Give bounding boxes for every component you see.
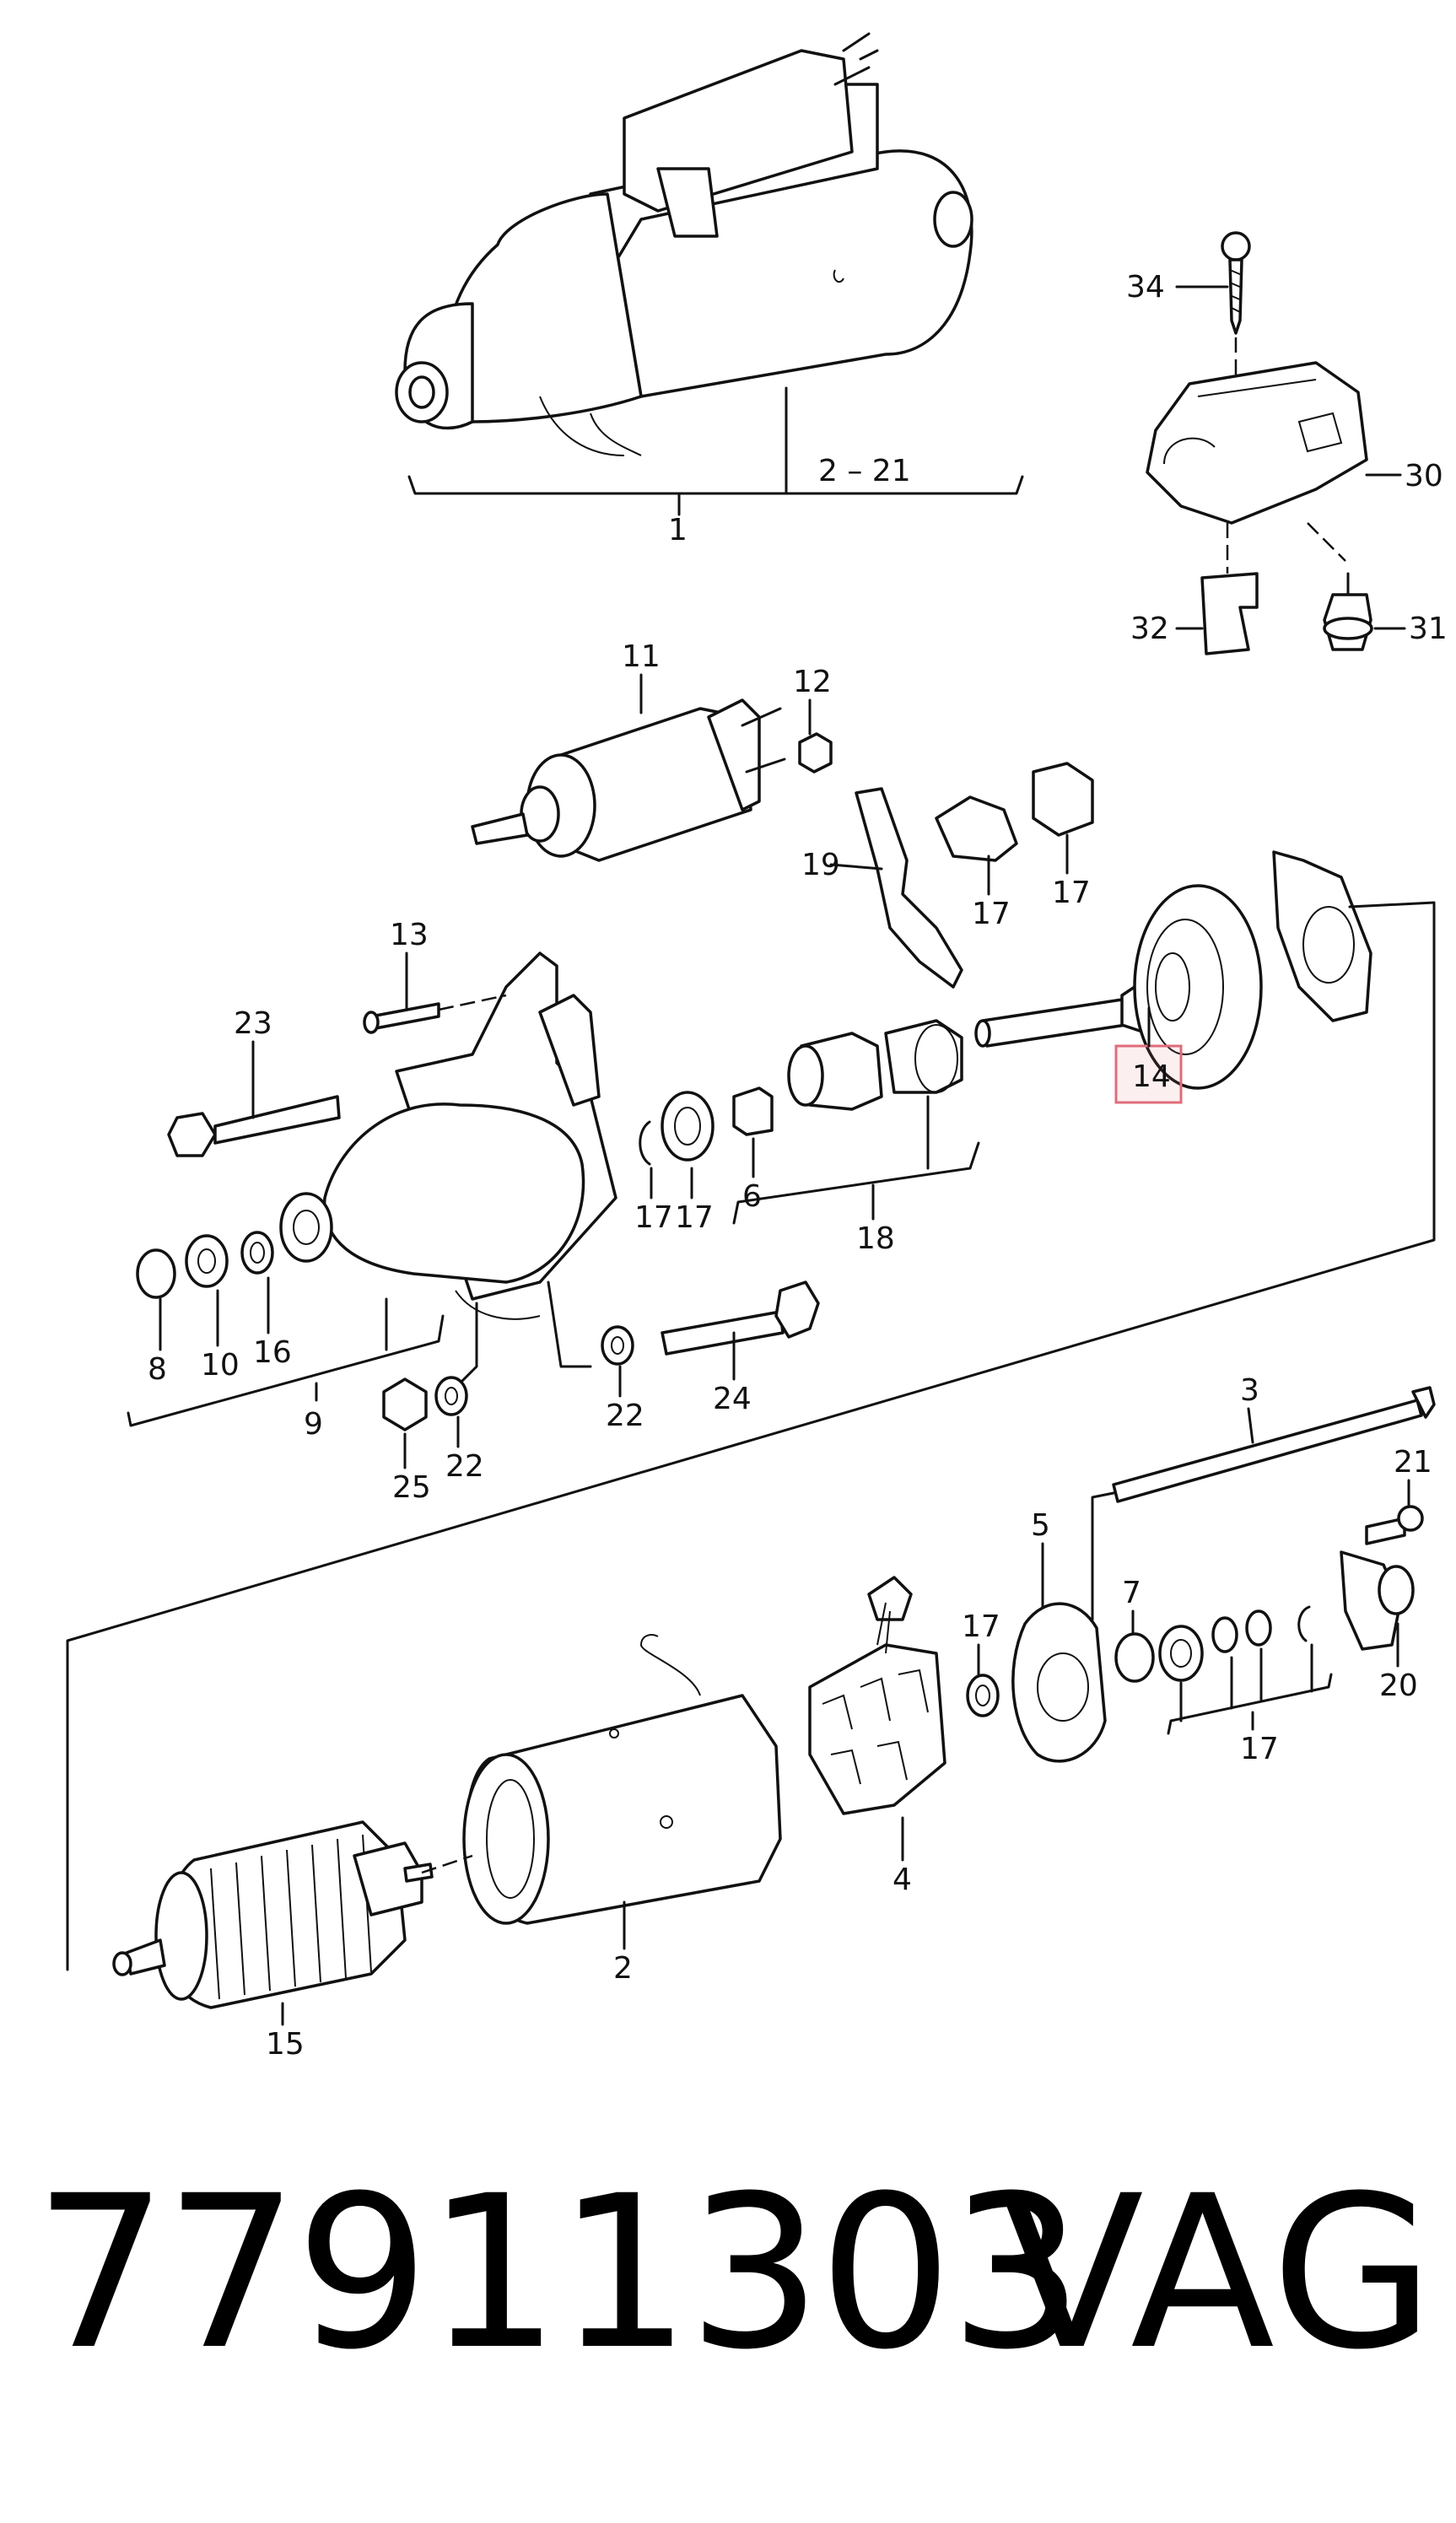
bush-17-d (661, 1091, 715, 1162)
drive-shaft-14 (974, 850, 1372, 1090)
bracket-frame-lower (1091, 1491, 1115, 1621)
callout-18: 18 (856, 1221, 895, 1256)
end-plate-5 (1011, 1602, 1107, 1763)
callout-14: 14 (1132, 1059, 1171, 1094)
bush-7 (1114, 1632, 1155, 1683)
callout-2-21: 2 – 21 (818, 454, 911, 488)
grommet-17-a (935, 795, 1018, 862)
bracket-1 (407, 475, 1024, 495)
through-bolt-3 (1112, 1399, 1423, 1503)
armature-15 (112, 1820, 434, 2009)
washer-22-b (434, 1376, 468, 1416)
brush-holder-4 (808, 1576, 946, 1815)
callout-2: 2 (613, 1951, 633, 1986)
exploded-parts-diagram: 1 2 – 21 34 30 32 31 11 12 19 (66, 32, 1448, 2062)
bracket-18 (732, 1141, 980, 1225)
bolt-24 (661, 1310, 785, 1356)
rubber-block-17-b (1032, 762, 1094, 837)
bush-16 (240, 1231, 274, 1275)
callout-30: 30 (1405, 459, 1443, 493)
callout-21: 21 (1394, 1445, 1432, 1480)
bracket-17-e (1167, 1673, 1333, 1735)
callout-16: 16 (253, 1335, 292, 1370)
callout-20: 20 (1379, 1669, 1418, 1703)
engaging-lever-19 (855, 787, 963, 989)
solenoid-11 (471, 698, 786, 862)
callout-4: 4 (892, 1863, 912, 1897)
callout-34: 34 (1126, 270, 1165, 305)
washer-22-a (601, 1325, 634, 1366)
starter-motor-assembly (395, 32, 973, 456)
callout-17-b: 17 (1052, 876, 1091, 910)
drive-end-housing-9 (279, 952, 617, 1320)
screw-21 (1365, 1517, 1406, 1545)
highlight-box-14 (1114, 1044, 1183, 1104)
bracket-right-frame (66, 901, 1436, 1971)
callout-22-a: 22 (606, 1399, 644, 1433)
yoke-2 (462, 1634, 782, 1925)
ring-17-c (639, 1120, 651, 1166)
callout-24: 24 (713, 1382, 752, 1416)
callout-11: 11 (622, 639, 661, 674)
bracket-group-30 (1146, 231, 1406, 655)
callout-17-d: 17 (675, 1200, 714, 1235)
ring-17-f (966, 1674, 1000, 1717)
callout-22-b: 22 (445, 1449, 484, 1484)
screw-13 (369, 1002, 440, 1031)
callout-32: 32 (1130, 612, 1169, 646)
pinion-18 (787, 1019, 963, 1111)
callout-17-a: 17 (972, 897, 1011, 931)
callout-1: 1 (668, 513, 688, 547)
callout-10: 10 (201, 1348, 240, 1383)
callout-9: 9 (304, 1407, 323, 1442)
leader-24-frame (547, 1280, 592, 1368)
washers-17-e (1158, 1605, 1311, 1682)
callout-31: 31 (1409, 612, 1448, 646)
callout-15: 15 (266, 2027, 305, 2062)
callout-23: 23 (234, 1006, 272, 1041)
nut-12 (798, 732, 833, 774)
bracket-9 (127, 1314, 445, 1427)
callout-17-c: 17 (634, 1200, 673, 1235)
callout-13: 13 (390, 918, 429, 952)
callout-19: 19 (801, 848, 840, 882)
callout-5: 5 (1031, 1508, 1050, 1543)
bush-10 (185, 1234, 229, 1288)
callout-17-e: 17 (1240, 1732, 1279, 1766)
bush-6 (732, 1086, 774, 1136)
callout-6: 6 (742, 1179, 762, 1214)
callout-3: 3 (1240, 1373, 1259, 1408)
callout-12: 12 (793, 665, 832, 699)
callout-25: 25 (392, 1470, 431, 1505)
brand-label: VAG (1000, 2150, 1435, 2396)
nut-25 (382, 1377, 428, 1431)
callout-17-f: 17 (962, 1609, 1000, 1644)
bolt-23 (167, 1112, 217, 1157)
callout-8: 8 (148, 1352, 167, 1387)
bush-8 (136, 1248, 176, 1299)
footer: 77911303 VAG (0, 2143, 1456, 2412)
callout-7: 7 (1122, 1576, 1141, 1610)
part-number: 77911303 (34, 2150, 1083, 2396)
